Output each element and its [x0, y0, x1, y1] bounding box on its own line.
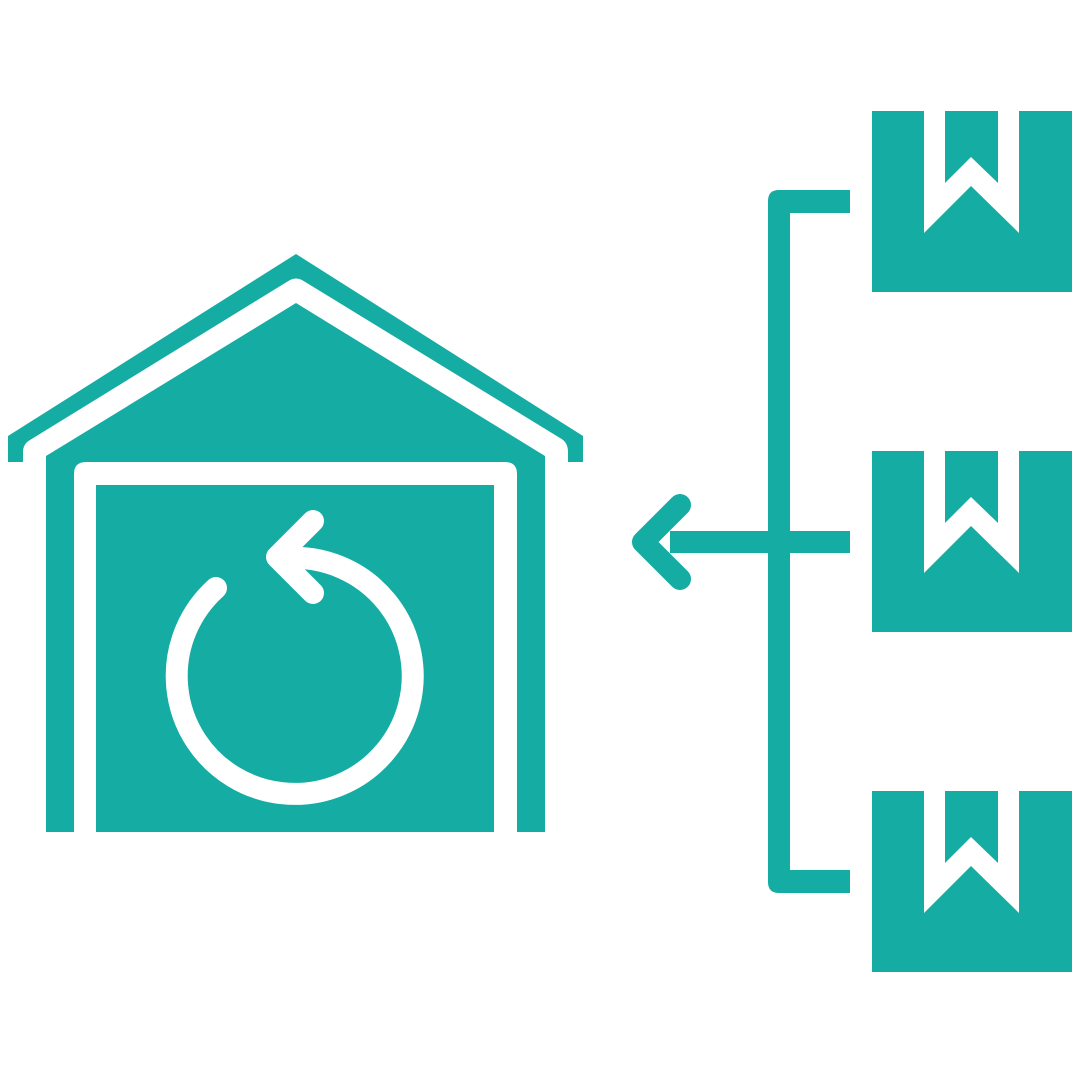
- package-box-icon: [872, 791, 1072, 972]
- return-arrow-icon: [165, 510, 424, 805]
- bracket-arrow-icon: [632, 190, 850, 893]
- package-box-icon: [872, 451, 1072, 632]
- chevron-left-icon: [632, 494, 691, 590]
- warehouse-icon: [8, 254, 583, 832]
- warehouse-walls: [46, 303, 545, 832]
- package-box-icon: [872, 111, 1072, 292]
